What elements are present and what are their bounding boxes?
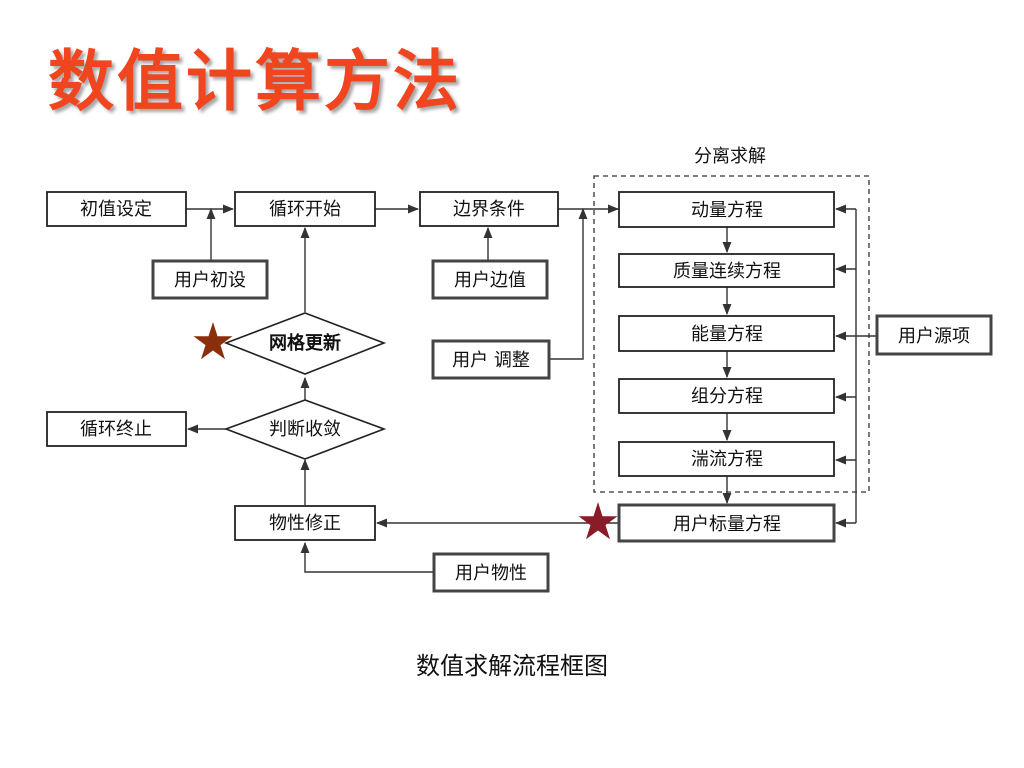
node-boundary-conditions: 边界条件 <box>419 191 559 227</box>
node-user-source-term-label: 用户源项 <box>898 326 970 347</box>
arrow-user-property <box>300 541 434 573</box>
arrow-user-adjust <box>549 207 588 360</box>
node-user-adjust-label: 用户 调整 <box>452 350 530 371</box>
star-marker-user-scalar <box>578 502 618 540</box>
node-loop-start: 循环开始 <box>234 191 376 227</box>
star-marker-grid-update <box>193 322 233 360</box>
node-turbulence-equation-label: 湍流方程 <box>691 449 763 470</box>
node-user-initial-label: 用户初设 <box>174 270 246 291</box>
node-user-boundary-label: 用户边值 <box>454 270 526 291</box>
node-momentum-equation-label: 动量方程 <box>691 200 763 221</box>
node-user-property-label: 用户物性 <box>455 563 527 584</box>
node-loop-end: 循环终止 <box>46 411 187 447</box>
node-user-source-term: 用户源项 <box>875 314 993 356</box>
node-loop-end-label: 循环终止 <box>80 419 152 440</box>
node-user-property: 用户物性 <box>432 552 550 593</box>
node-user-scalar-equation-label: 用户标量方程 <box>673 514 781 535</box>
node-energy-equation: 能量方程 <box>618 315 835 352</box>
node-user-adjust: 用户 调整 <box>431 339 551 380</box>
node-user-initial: 用户初设 <box>151 259 269 300</box>
node-property-correction-label: 物性修正 <box>269 513 341 534</box>
node-grid-update: 网格更新 <box>223 312 387 375</box>
diagram-caption: 数值求解流程框图 <box>416 652 608 680</box>
node-initial-setting-label: 初值设定 <box>80 199 152 220</box>
separated-solution-region <box>593 175 870 493</box>
node-convergence-check-label: 判断收敛 <box>269 419 341 440</box>
node-boundary-conditions-label: 边界条件 <box>453 199 525 220</box>
node-mass-continuity-equation-label: 质量连续方程 <box>673 261 781 282</box>
node-species-equation: 组分方程 <box>618 378 835 414</box>
numerical-solution-flowchart: 分离求解 <box>46 146 993 593</box>
node-momentum-equation: 动量方程 <box>618 191 835 228</box>
node-user-scalar-equation: 用户标量方程 <box>617 503 836 543</box>
node-convergence-check: 判断收敛 <box>223 399 387 460</box>
separated-solution-label: 分离求解 <box>694 146 766 167</box>
slide-title: 数值计算方法 <box>48 43 462 120</box>
node-energy-equation-label: 能量方程 <box>691 324 763 345</box>
node-grid-update-label: 网格更新 <box>269 332 341 354</box>
node-turbulence-equation: 湍流方程 <box>618 441 835 477</box>
node-property-correction: 物性修正 <box>234 505 376 541</box>
node-loop-start-label: 循环开始 <box>269 199 341 220</box>
node-species-equation-label: 组分方程 <box>691 386 763 407</box>
node-initial-setting: 初值设定 <box>46 191 187 227</box>
node-user-boundary: 用户边值 <box>431 259 549 300</box>
node-mass-continuity-equation: 质量连续方程 <box>618 253 835 288</box>
